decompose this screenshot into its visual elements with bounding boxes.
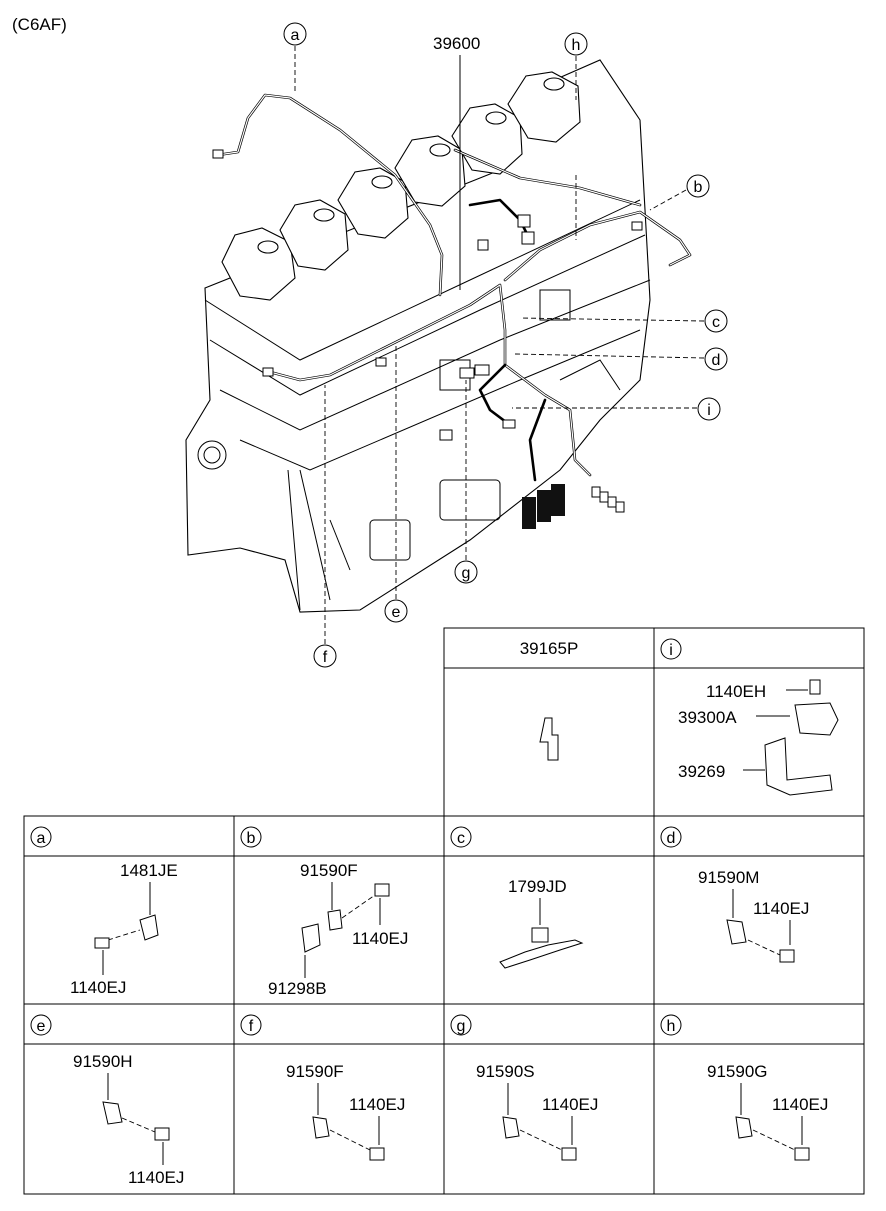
panel-39165p: 39165P xyxy=(443,627,655,817)
callout-circle-c xyxy=(704,309,728,333)
callout-circle-i xyxy=(697,397,721,421)
diagram-callouts: 39600 a h b c d i g e f xyxy=(283,22,728,668)
svg-text:91298B: 91298B xyxy=(268,979,327,998)
svg-text:e: e xyxy=(37,1018,46,1035)
callout-circle-b xyxy=(686,174,710,198)
bolt-part xyxy=(809,679,821,695)
engine-block-drawing xyxy=(185,59,651,613)
svg-text:d: d xyxy=(667,830,676,847)
panel-a: a 1481JE 1140EJ xyxy=(23,815,235,1005)
panel-e: e 91590H 1140EJ xyxy=(23,1003,235,1195)
callout-letter-b: b xyxy=(694,179,703,196)
panel-d: d 91590M 1140EJ xyxy=(653,815,865,1005)
svg-text:h: h xyxy=(667,1018,676,1035)
svg-text:91590F: 91590F xyxy=(300,861,358,880)
svg-text:1140EJ: 1140EJ xyxy=(542,1095,598,1114)
svg-text:91590H: 91590H xyxy=(73,1052,133,1071)
panel-c: c 1799JD xyxy=(443,815,655,1005)
callout-circle-f xyxy=(313,644,337,668)
svg-text:1140EJ: 1140EJ xyxy=(128,1168,184,1187)
callout-circle-d xyxy=(704,347,728,371)
callout-letter-f: f xyxy=(323,649,328,666)
svg-text:f: f xyxy=(249,1018,254,1035)
svg-text:91590G: 91590G xyxy=(707,1062,768,1081)
label-39300a: 39300A xyxy=(678,708,737,727)
svg-text:1140EJ: 1140EJ xyxy=(352,929,408,948)
svg-text:91590S: 91590S xyxy=(476,1062,535,1081)
svg-text:1481JE: 1481JE xyxy=(120,861,178,880)
callout-letter-i: i xyxy=(707,402,711,419)
panel-header-39165p: 39165P xyxy=(520,639,579,658)
panel-b: b 91590F 1140EJ 91298B xyxy=(233,815,445,1005)
svg-text:a: a xyxy=(37,830,46,847)
svg-text:b: b xyxy=(247,830,256,847)
svg-text:c: c xyxy=(457,830,465,847)
model-code: (C6AF) xyxy=(12,15,67,34)
panel-h: h 91590G 1140EJ xyxy=(653,1003,865,1195)
panel-f: f 91590F 1140EJ xyxy=(233,1003,445,1195)
callout-letter-d: d xyxy=(712,352,721,369)
wiring-harness xyxy=(212,93,692,529)
svg-text:91590M: 91590M xyxy=(698,868,759,887)
svg-text:g: g xyxy=(457,1018,466,1035)
label-1140eh: 1140EH xyxy=(706,682,766,701)
bracket-part xyxy=(764,737,833,796)
svg-text:1799JD: 1799JD xyxy=(508,877,567,896)
panel-i: i 1140EH 39300A 39269 xyxy=(653,627,865,817)
callout-letter-c: c xyxy=(712,314,720,331)
bracket-part xyxy=(539,717,559,761)
svg-text:1140EJ: 1140EJ xyxy=(753,899,809,918)
callout-circle-h xyxy=(564,32,588,56)
callout-letter-h: h xyxy=(572,37,581,54)
callout-letter-g: g xyxy=(462,565,471,582)
svg-text:1140EJ: 1140EJ xyxy=(349,1095,405,1114)
callout-circle-g xyxy=(454,560,478,584)
panel-g: g 91590S 1140EJ xyxy=(443,1003,655,1195)
callout-letter-a: a xyxy=(291,27,300,44)
harness-part-label: 39600 xyxy=(433,34,480,53)
svg-text:1140EJ: 1140EJ xyxy=(772,1095,828,1114)
svg-text:1140EJ: 1140EJ xyxy=(70,978,126,997)
callout-circle-e xyxy=(384,599,408,623)
callout-letter-e: e xyxy=(392,604,401,621)
panel-letter-i: i xyxy=(669,642,673,659)
label-39269: 39269 xyxy=(678,762,725,781)
injector-towers xyxy=(221,71,581,301)
sensor-part xyxy=(794,702,839,736)
callout-circle-a xyxy=(283,22,307,46)
svg-text:91590F: 91590F xyxy=(286,1062,344,1081)
